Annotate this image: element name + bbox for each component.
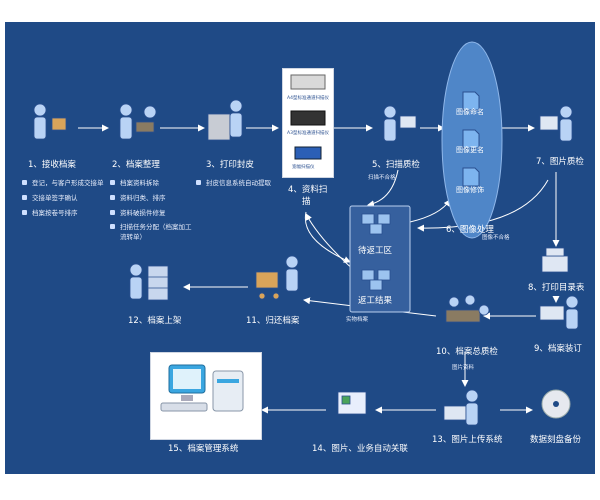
rework-cubes-top bbox=[361, 213, 391, 235]
printer-icon-8 bbox=[541, 247, 569, 273]
physical-archive-note: 实物档案 bbox=[346, 317, 369, 323]
scanner-a3-label: A3型标准通道扫描仪 bbox=[287, 131, 329, 136]
bullet bbox=[22, 210, 27, 215]
cart-icon-11 bbox=[255, 255, 299, 300]
step-15-label: 15、档案管理系统 bbox=[168, 444, 239, 454]
management-system-card bbox=[150, 352, 262, 440]
rework-cubes-bottom bbox=[361, 269, 391, 291]
bullet bbox=[110, 224, 115, 229]
step-11-label: 11、归还档案 bbox=[246, 316, 300, 326]
image-op-change-name: 图像更名 bbox=[456, 146, 484, 154]
cover-note: 封皮信息系统自动提取 bbox=[206, 179, 271, 187]
person-icon-2 bbox=[119, 103, 157, 140]
step-3-label: 3、打印封皮 bbox=[206, 160, 254, 170]
document-icon-14 bbox=[337, 391, 367, 415]
computer-icon bbox=[160, 364, 244, 412]
bullet bbox=[22, 195, 27, 200]
rework-box bbox=[349, 205, 411, 313]
step-9-label: 9、档案装订 bbox=[534, 344, 582, 354]
step-13-label: 13、图片上传系统 bbox=[432, 435, 503, 445]
receive-note-3: 档案按卷号排序 bbox=[32, 209, 78, 217]
scan-fail-note: 扫描不合格 bbox=[368, 175, 396, 181]
scanner-wide-label: 宽幅扫描仪 bbox=[292, 165, 315, 170]
person-icon-7 bbox=[539, 105, 573, 142]
step-7-label: 7、图片质检 bbox=[536, 157, 584, 167]
step-10-label: 10、档案总质检 bbox=[436, 347, 498, 357]
image-fail-return bbox=[417, 179, 549, 232]
bullet bbox=[196, 180, 201, 185]
step-14-label: 14、图片、业务自动关联 bbox=[312, 444, 408, 454]
receive-note-1: 登记，与客户形成交接单 bbox=[32, 179, 104, 187]
step-6-label: 6、图像处理 bbox=[446, 225, 494, 235]
backup-label: 数据刻盘备份 bbox=[530, 435, 582, 445]
person-icon-13 bbox=[443, 389, 479, 426]
scanner-a4-label: A4型标准通道扫描仪 bbox=[287, 96, 329, 101]
step-5-label: 5、扫描质检 bbox=[372, 160, 420, 170]
step-2-label: 2、档案整理 bbox=[112, 160, 160, 170]
image-fail-note: 图像不合格 bbox=[482, 235, 510, 241]
person-icon-5 bbox=[383, 105, 417, 142]
person-icon-1 bbox=[33, 103, 67, 140]
bullet bbox=[110, 210, 115, 215]
organize-note-4-cont: 流转单） bbox=[120, 233, 146, 241]
scanner-stack bbox=[282, 68, 334, 178]
step-4-label-line1: 4、资料扫 bbox=[288, 185, 328, 195]
organize-note-3: 资料破损件修复 bbox=[120, 209, 166, 217]
image-data-note: 图片资料 bbox=[452, 365, 475, 371]
disc-icon bbox=[541, 389, 571, 419]
person-icon-3 bbox=[207, 99, 243, 141]
team-icon-10 bbox=[445, 294, 490, 323]
person-icon-9 bbox=[539, 295, 579, 330]
scan-fail-return bbox=[367, 169, 399, 208]
step-8-label: 8、打印目录表 bbox=[528, 283, 585, 293]
step-1-label: 1、接收档案 bbox=[28, 160, 76, 170]
organize-note-4: 扫描任务分配（档案加工 bbox=[120, 223, 192, 231]
rework-result-label: 返工结果 bbox=[358, 296, 393, 306]
image-op-rename: 图像命名 bbox=[456, 108, 484, 116]
rework-to-image bbox=[409, 199, 451, 223]
organize-note-1: 档案资料拆除 bbox=[120, 179, 159, 187]
receive-note-2: 交接单签字确认 bbox=[32, 194, 78, 202]
step-4-label-line2: 描 bbox=[302, 197, 311, 207]
image-op-retouch: 图像修饰 bbox=[456, 186, 484, 194]
bullet bbox=[22, 180, 27, 185]
image-op-icons bbox=[462, 91, 480, 187]
rework-area-label: 待返工区 bbox=[358, 246, 393, 256]
bullet bbox=[110, 195, 115, 200]
organize-note-2: 资料归类、排序 bbox=[120, 194, 166, 202]
cabinet-icon-12 bbox=[129, 263, 169, 301]
step-12-label: 12、档案上架 bbox=[128, 316, 182, 326]
bullet bbox=[110, 180, 115, 185]
